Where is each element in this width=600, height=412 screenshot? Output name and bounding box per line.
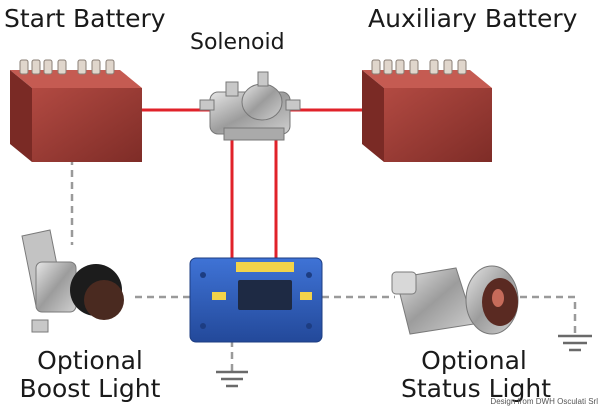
credit-text: Design from DWH Osculati Srl (490, 397, 598, 406)
controller-unit (189, 257, 323, 343)
status-light (391, 265, 519, 335)
status-light-label-line2: Status Light (401, 374, 551, 403)
boost-light-label-line1: Optional (37, 346, 143, 375)
dashed-wires (70, 158, 577, 372)
boost-light-switch (21, 229, 124, 333)
solenoid (199, 71, 301, 141)
start-battery (10, 59, 142, 162)
solenoid-label: Solenoid (190, 30, 285, 55)
boost-light-label-line2: Boost Light (19, 374, 161, 403)
start-battery-label: Start Battery (4, 4, 166, 33)
status-light-to-ground-wire (520, 295, 577, 335)
status-light-label-line1: Optional (421, 346, 527, 375)
ground-icon (216, 370, 248, 388)
auxiliary-battery-label: Auxiliary Battery (368, 4, 578, 33)
ground-icon (558, 334, 592, 352)
auxiliary-battery (362, 59, 492, 162)
